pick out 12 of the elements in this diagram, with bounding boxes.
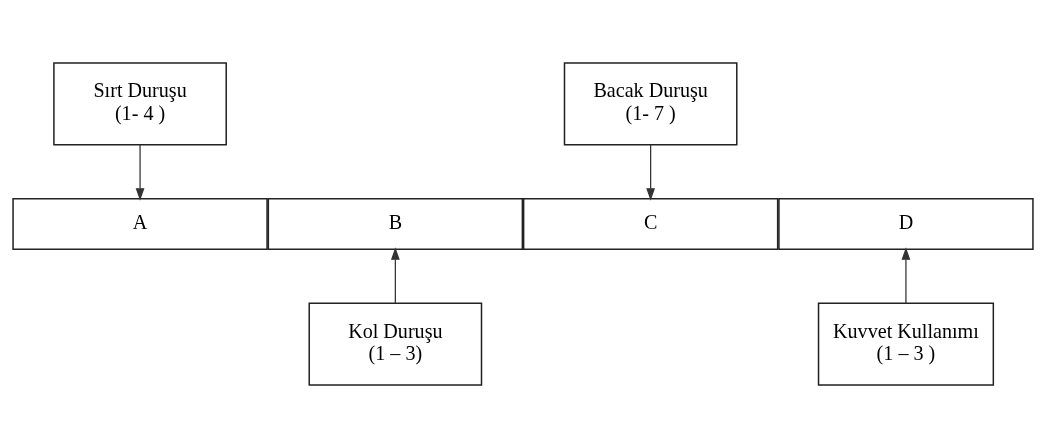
node-box: Kuvvet Kullanımı (1 – 3 )	[817, 302, 995, 386]
arrow	[646, 144, 656, 201]
arrow	[901, 247, 911, 304]
node-box: B	[267, 198, 524, 250]
node-box: Bacak Duruşu (1- 7 )	[563, 62, 738, 146]
node-box: C	[522, 198, 779, 250]
node-box: Kol Duruşu (1 – 3)	[308, 302, 483, 386]
node-box: D	[778, 198, 1034, 250]
arrow	[135, 144, 145, 201]
arrow	[390, 247, 400, 304]
node-box: Sırt Duruşu (1- 4 )	[53, 62, 227, 146]
node-box: A	[12, 198, 268, 250]
